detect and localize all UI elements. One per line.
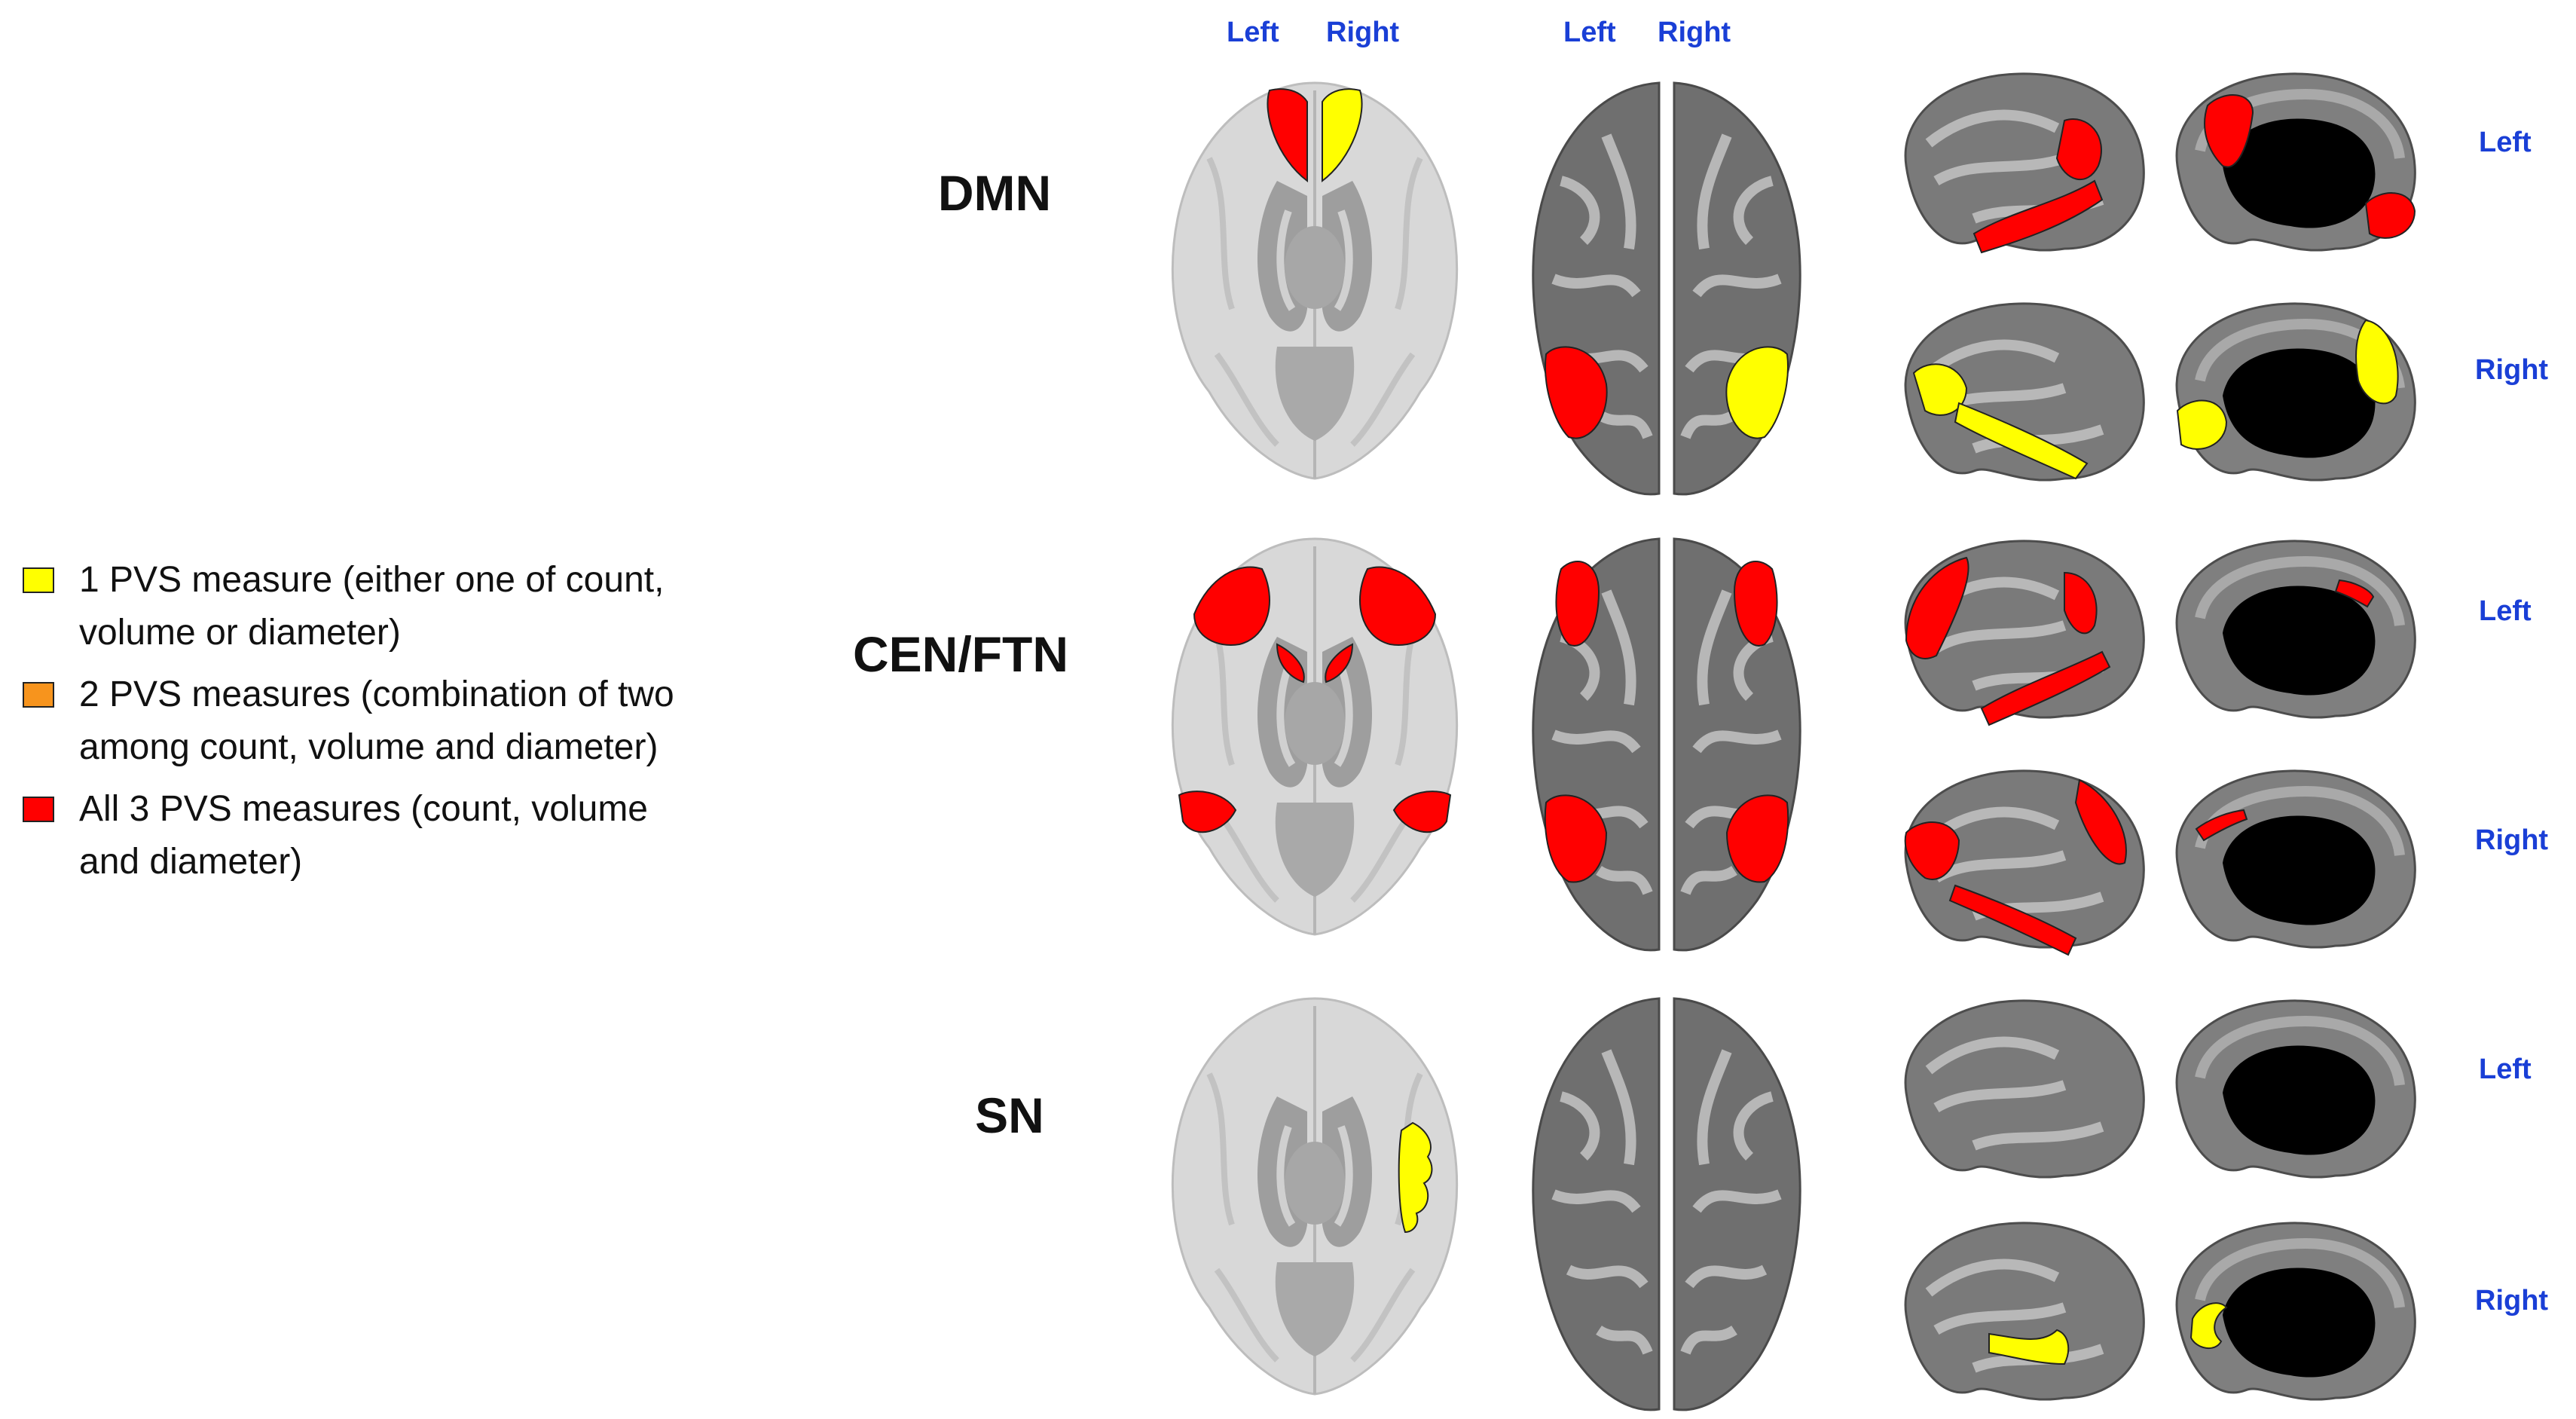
cen-lateral-left-temporal [1980,650,2111,726]
cen-left-medial [2155,528,2441,731]
row1-left-label: Left [2479,127,2532,158]
dmn-axial-left-medial-frontal [1267,88,1308,183]
cen-left-lateral [1884,528,2170,726]
dmn-lateral-left-temporal [1972,179,2104,254]
cen-right-lateral [1884,757,2170,956]
dmn-medial-right-precuneus [2355,319,2399,405]
legend-item-two-measures: 2 PVS measures (combination of two among… [15,668,806,774]
network-label-dmn: DMN [937,165,1052,221]
legend-label: All 3 PVS measures (count, volume and di… [79,789,648,882]
cen-top-left-frontal [1555,561,1600,647]
cen-axial-right-parietal [1392,791,1452,833]
dmn-left-lateral [1884,60,2170,264]
sn-right-lateral [1884,1210,2170,1413]
sn-right-medial [2155,1210,2441,1413]
sn-axial-right-insula [1398,1121,1433,1234]
dmn-axial-slice [1164,68,1465,490]
cen-axial-left-caudate [1276,643,1305,684]
legend-label: 2 PVS measures (combination of two among… [79,674,674,767]
row3-right-label: Right [2475,1285,2549,1317]
cen-axial-left-dlpfc [1193,566,1270,646]
dmn-top-left-parietal [1545,346,1608,439]
dmn-lateral-left-angular [2055,118,2102,181]
dmn-right-medial [2155,290,2441,494]
dmn-top-view [1516,68,1817,490]
sn-axial-slice [1164,983,1465,1405]
dmn-medial-left-precuneus [2204,94,2254,168]
cen-right-medial [2155,757,2441,961]
legend-item-one-measure: 1 PVS measure (either one of count, volu… [15,554,806,659]
cen-medial-left-cingulate [2334,579,2375,608]
dmn-lateral-right-angular [1912,363,1968,416]
cen-medial-right-cingulate [2195,809,2248,842]
row3-left-label: Left [2479,1054,2532,1085]
legend-item-three-measures: All 3 PVS measures (count, volume and di… [15,783,806,888]
cen-axial-slice [1164,524,1465,946]
cen-axial-left-parietal [1178,791,1237,833]
cen-lateral-right-frontal [2074,778,2127,865]
cen-axial-right-caudate [1325,643,1354,684]
sn-left-lateral [1884,987,2170,1191]
sn-lateral-right-insula [1988,1329,2070,1365]
legend-swatch-orange [23,682,54,708]
axial-left-label: Left [1227,17,1279,48]
dmn-medial-left-mpfc [2364,192,2416,239]
cen-axial-right-dlpfc [1359,566,1437,646]
dmn-medial-right-mpfc [2176,399,2228,450]
dmn-right-lateral [1884,290,2170,494]
cen-top-right-frontal [1733,561,1778,647]
sn-top-view [1516,983,1817,1405]
dmn-top-right-parietal [1725,346,1789,439]
sn-medial-right-acc [2189,1302,2228,1349]
dmn-left-medial [2155,60,2441,264]
legend-swatch-yellow [23,567,54,593]
dmn-lateral-right-temporal [1954,402,2089,480]
axial-right-label: Right [1326,17,1400,48]
cen-lateral-left-parietal [2064,571,2098,635]
row2-left-label: Left [2479,595,2532,627]
cen-top-right-parietal [1725,794,1789,883]
row1-right-label: Right [2475,354,2549,386]
cen-lateral-left-frontal [1905,556,1969,659]
dmn-axial-right-medial-frontal [1322,88,1363,183]
legend: 1 PVS measure (either one of count, volu… [15,554,806,898]
legend-label: 1 PVS measure (either one of count, volu… [79,560,665,653]
cen-top-left-parietal [1544,794,1608,883]
top-view-right-label: Right [1658,17,1731,48]
network-label-sn: SN [975,1087,1044,1143]
top-view-left-label: Left [1563,17,1616,48]
legend-swatch-red [23,797,54,822]
cen-lateral-right-parietal [1904,821,1960,880]
network-label-cen-ftn: CEN/FTN [853,626,1068,682]
cen-top-view [1516,524,1817,946]
sn-left-medial [2155,987,2441,1191]
row2-right-label: Right [2475,824,2549,856]
cen-lateral-right-temporal [1948,884,2077,956]
